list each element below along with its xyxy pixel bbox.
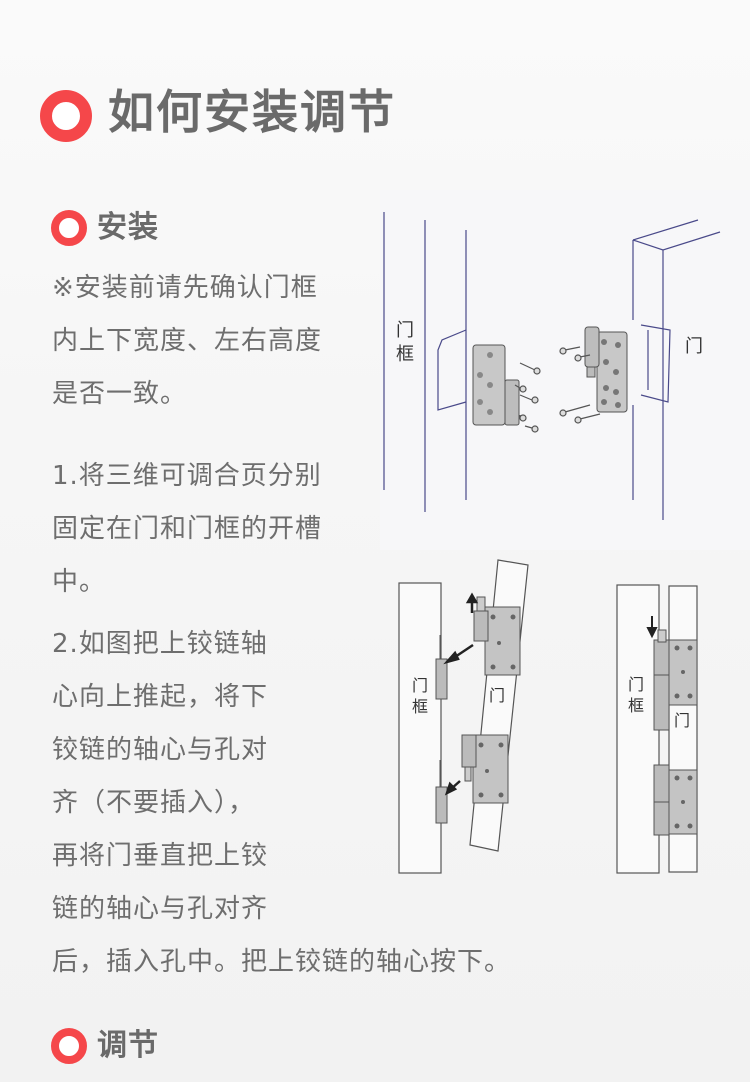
- section-title-adjust: 调节: [97, 1028, 159, 1063]
- frame-label: 框: [628, 696, 644, 715]
- door-label: 门: [685, 336, 703, 357]
- install-step-2: 2.如图把上铰链轴 心向上推起，将下 铰链的轴心与孔对 齐（不要插入）， 再将门…: [52, 618, 511, 989]
- install-step-1: 1.将三维可调合页分别 固定在门和门框的开槽 中。: [52, 450, 322, 609]
- frame-label: 门: [628, 675, 644, 694]
- frame-label: 门: [412, 676, 428, 695]
- step2-line: 齐（不要插入），: [52, 788, 256, 818]
- step1-line: 固定在门和门框的开槽: [52, 514, 323, 544]
- door-label: 门: [489, 686, 505, 705]
- step2-line: 链的轴心与孔对齐: [52, 894, 269, 924]
- note-line: 是否一致。: [52, 379, 188, 409]
- step1-line: 中。: [52, 567, 107, 597]
- hinge-install-diagram: 门 框 门: [380, 190, 750, 550]
- section-ring-icon: [51, 1028, 87, 1064]
- section-ring-icon: [51, 210, 87, 246]
- install-note: ※安装前请先确认门框 内上下宽度、左右高度 是否一致。: [52, 262, 322, 421]
- hinge-mounted-diagram: 门 框 门: [616, 584, 698, 874]
- step2-line: 2.如图把上铰链轴: [52, 629, 268, 659]
- note-line: 内上下宽度、左右高度: [52, 326, 323, 356]
- step2-line: 后，插入孔中。把上铰链的轴心按下。: [52, 947, 512, 977]
- step2-line: 铰链的轴心与孔对: [52, 735, 269, 765]
- step1-line: 1.将三维可调合页分别: [52, 461, 322, 491]
- frame-label: 框: [412, 697, 428, 716]
- door-label: 门: [674, 711, 690, 730]
- hinge-align-diagram: 门 框 门: [398, 559, 529, 874]
- step2-line: 再将门垂直把上铰: [52, 841, 269, 871]
- page-title: 如何安装调节: [108, 85, 396, 139]
- frame-label: 框: [396, 344, 414, 365]
- section-title-install: 安装: [97, 210, 159, 245]
- step2-line: 心向上推起，将下: [52, 682, 269, 712]
- title-ring-icon: [40, 90, 92, 142]
- note-line: ※安装前请先确认门框: [52, 273, 318, 303]
- frame-label: 门: [396, 320, 414, 341]
